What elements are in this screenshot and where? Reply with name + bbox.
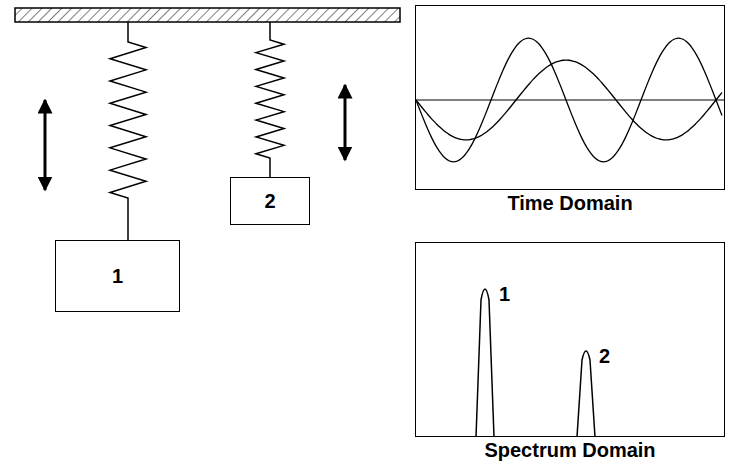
sine-curve bbox=[416, 60, 722, 140]
motion-arrow bbox=[44, 100, 47, 190]
ceiling bbox=[15, 8, 400, 22]
spring bbox=[110, 22, 146, 240]
peak-number: 1 bbox=[499, 283, 510, 305]
mass-number: 2 bbox=[264, 190, 275, 212]
spectrum-peak bbox=[577, 351, 595, 437]
spectrum-panel: Spectrum Domain bbox=[415, 242, 725, 437]
motion-arrow bbox=[344, 85, 347, 160]
spring bbox=[256, 22, 284, 177]
panel-heading: Time Domain bbox=[416, 192, 724, 214]
axis-line bbox=[416, 99, 724, 100]
time-panel: Time Domain bbox=[415, 5, 725, 190]
sine-curve bbox=[416, 38, 722, 162]
time-curves bbox=[416, 38, 724, 162]
peak-number: 2 bbox=[599, 345, 610, 367]
panel-heading: Spectrum Domain bbox=[416, 439, 724, 461]
mass-box: 2 bbox=[230, 177, 310, 225]
mass-number: 1 bbox=[112, 265, 123, 287]
spectrum-peak bbox=[476, 289, 494, 437]
mass-box: 1 bbox=[55, 240, 180, 312]
